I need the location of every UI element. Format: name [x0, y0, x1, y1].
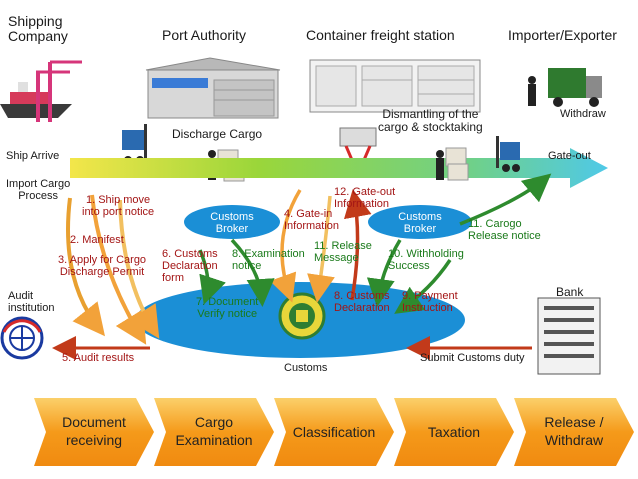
- center-flow-arrows: [198, 173, 552, 314]
- forklift-gate-icon: [496, 136, 520, 172]
- step-11-carogo: 11. Carogo Release notice: [468, 218, 541, 243]
- cfs-worker-icon: [436, 147, 469, 181]
- stage-label-5: Release / Withdraw: [544, 414, 604, 448]
- step-3: 3. Apply for Cargo Discharge Permit: [58, 254, 147, 279]
- stage-label-4: Taxation: [427, 424, 481, 440]
- customs-broker-left: [184, 205, 280, 239]
- label-discharge-cargo: Discharge Cargo: [172, 127, 263, 141]
- step-7: 7. Document Verify notice: [196, 296, 259, 321]
- label-audit-institution: Audit institution: [8, 290, 55, 315]
- stage-chevron-1: [34, 398, 154, 466]
- left-flow-arrows: [66, 194, 160, 345]
- stage-chevron-2: [154, 398, 274, 466]
- customs-broker-right: [368, 205, 472, 239]
- stage-label-2: Cargo Examination: [175, 414, 253, 448]
- container-icon: [339, 127, 377, 161]
- step-1: 1. Ship move into port notice: [82, 194, 155, 219]
- step-2: 2. Manifest: [70, 234, 124, 246]
- step-4: 4. Gate-in Information: [284, 208, 340, 233]
- step-10: 10. Withholding Success: [388, 248, 464, 273]
- step-8-declaration: 8. Customs Declaration: [334, 290, 390, 315]
- label-customs: Customs: [284, 362, 328, 374]
- label-submit-duty: Submit Customs duty: [420, 352, 525, 364]
- stage-label-3: Classification: [292, 424, 376, 440]
- step-12: 12. Gate-out Information: [334, 186, 396, 211]
- ship-icon: [0, 60, 82, 122]
- warehouse-icon: [145, 57, 281, 119]
- label-withdraw: Withdraw: [560, 108, 606, 120]
- bank-building-icon: [537, 297, 601, 375]
- header-importer-exporter: Importer/Exporter: [508, 27, 617, 43]
- broker-left-label: Customs Broker: [210, 211, 254, 236]
- import-flow-arrow: [70, 148, 608, 188]
- header-port-authority: Port Authority: [162, 27, 247, 43]
- label-gate-out: Gate-out: [548, 150, 591, 162]
- step-8-examination: 8. Examination notice: [232, 248, 305, 273]
- label-bank: Bank: [556, 285, 584, 299]
- broker-right-label: Customs Broker: [398, 211, 442, 236]
- stage-label-1: Document receiving: [62, 414, 126, 448]
- step-9: 9. Payment Instruction: [402, 290, 458, 315]
- stage-chevron-3: [274, 398, 394, 466]
- label-dismantling: Dismantling of the cargo & stocktaking: [378, 107, 483, 135]
- header-shipping-company: Shipping Company: [8, 13, 68, 45]
- truck-icon: [528, 68, 602, 107]
- stage-chevrons: [34, 398, 634, 466]
- audit-institution-logo-icon: [0, 316, 44, 360]
- stage-chevron-5: [514, 398, 634, 466]
- customs-emblem-icon: [278, 292, 326, 340]
- label-import-process: Import Cargo Process: [6, 178, 71, 203]
- step-11-release: 11. Release Message: [314, 240, 372, 265]
- stage-chevron-4: [394, 398, 514, 466]
- step-5: 5. Audit results: [62, 352, 135, 364]
- header-cfs: Container freight station: [306, 27, 455, 43]
- label-ship-arrive: Ship Arrive: [6, 150, 60, 162]
- cfs-building-icon: [309, 59, 481, 113]
- step-6: 6. Customs Declaration form: [162, 248, 218, 285]
